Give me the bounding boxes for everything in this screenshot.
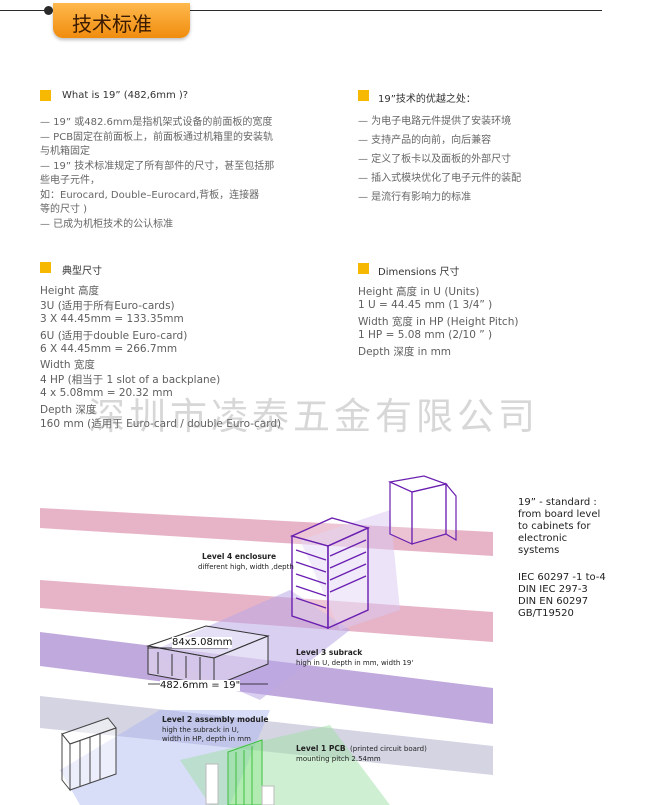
text-line: 160 mm (适用于 Euro-card / double Euro-card… [40, 418, 282, 430]
enclosure-cabinet [289, 517, 371, 630]
text-line: — 为电子电路元件提供了安装环境 [358, 116, 512, 127]
section-heading-dimensions: Dimensions 尺寸 [378, 267, 460, 278]
beam-pcb [180, 725, 390, 805]
beam-enclosure [300, 510, 400, 630]
level-4-title: Level 4 enclosure [202, 552, 277, 561]
header-rule [0, 10, 602, 11]
text-line: Height 高度 [40, 285, 100, 297]
text-line: Depth 深度 [40, 404, 97, 416]
bullet-square [40, 90, 51, 101]
text-line: Height 高度 in U (Units) [358, 286, 480, 298]
pcb-front-panel [205, 763, 219, 805]
text-line: — 19” 或482.6mm是指机架式设备的前面板的宽度 [40, 117, 273, 128]
standard-note-line: electronic [518, 533, 568, 544]
text-line: 1 U = 44.45 mm (1 3/4” ) [358, 299, 493, 311]
level-2-label: Level 2 assembly module [162, 715, 269, 724]
text-line: 6 X 44.45mm = 266.7mm [40, 343, 178, 355]
section-heading-typical-dimensions: 典型尺寸 [62, 266, 102, 277]
text-line: 3 X 44.45mm = 133.35mm [40, 313, 184, 325]
dimension-hp-label: 84x5.08mm [172, 637, 233, 648]
page-title: 技术标准 [72, 12, 152, 36]
level-3-desc: high in U, depth in mm, width 19' [296, 659, 414, 667]
text-line: — 定义了板卡以及面板的外部尺寸 [358, 154, 512, 165]
text-line: 与机箱固定 [40, 146, 90, 157]
text-line: 1 HP = 5.08 mm (2/10 ” ) [358, 329, 493, 341]
level-2-title: Level 2 assembly module [162, 715, 269, 724]
text-line: 4 HP (相当于 1 slot of a backplane) [40, 374, 221, 386]
text-line: — 已成为机柜技术的公认标准 [40, 219, 174, 230]
text-line: 些电子元件， [40, 175, 100, 186]
header-dot [44, 6, 53, 15]
level-1-note: (printed circuit board) [350, 745, 427, 753]
text-line: — PCB固定在前面板上，前面板通过机箱里的安装轨 [40, 132, 274, 143]
text-line: 3U (适用于所有Euro-cards) [40, 300, 175, 312]
company-watermark: 深圳市凌泰五金有限公司 [88, 395, 539, 438]
text-line: — 19” 技术标准规定了所有部件的尺寸，甚至包括那 [40, 161, 275, 172]
text-line: 4 x 5.08mm = 20.32 mm [40, 387, 173, 399]
level-3-title: Level 3 subrack [296, 648, 363, 657]
section-tab: 技术标准 [53, 3, 190, 38]
level-1-desc: mounting pitch 2.54mm [296, 755, 381, 763]
level-4-desc: different high, width ,depth [198, 563, 294, 571]
text-line: — 是流行有影响力的标准 [358, 192, 472, 203]
section-heading-what-is-19: What is 19” (482,6mm )? [62, 90, 189, 101]
standard-note-line: to cabinets for [518, 521, 591, 532]
standard-code: IEC 60297 -1 to-4 [518, 572, 606, 583]
text-line: 6U (适用于double Euro-card) [40, 330, 188, 342]
standard-code: DIN IEC 297-3 [518, 584, 588, 595]
section-heading-advantages: 19”技术的优越之处： [378, 94, 476, 105]
level-3-label: Level 3 subrack [296, 648, 362, 657]
standard-code: DIN EN 60297 [518, 596, 589, 607]
text-line: 如：Eurocard, Double–Eurocard,背板，连接器 [40, 190, 260, 201]
level-4-label: Level 4 enclosure [202, 552, 276, 561]
text-line: Depth 深度 in mm [358, 346, 452, 358]
text-line: Width 宽度 [40, 359, 95, 371]
rack-levels-diagram [40, 475, 493, 805]
bullet-square [358, 263, 369, 274]
standard-note-line: from board level [518, 509, 601, 520]
bullet-square [40, 262, 51, 273]
text-line: — 支持产品的向前，向后兼容 [358, 135, 492, 146]
text-line: — 插入式模块优化了电子元件的装配 [358, 173, 522, 184]
enclosure-cabinet-small [387, 475, 457, 545]
band-gray [40, 696, 493, 775]
level-2-desc-1: high the subrack in U, [162, 726, 239, 734]
bullet-square [358, 90, 369, 101]
text-line: Width 宽度 in HP (Height Pitch) [358, 316, 519, 328]
level-1-label: Level 1 PCB (printed circuit board) [296, 744, 427, 753]
pcb-front-panel-2 [261, 785, 275, 805]
pcb-boards [227, 739, 263, 805]
standard-code: GB/T19520 [518, 608, 574, 619]
dimension-width-label: 482.6mm = 19" [160, 680, 241, 691]
level-1-title: Level 1 PCB [296, 744, 346, 753]
level-2-desc-2: width in HP, depth in mm [162, 735, 251, 743]
standard-note-line: systems [518, 545, 560, 556]
assembly-module [61, 717, 117, 792]
text-line: 等的尺寸 ) [40, 204, 88, 215]
standard-note-line: 19” - standard : [518, 497, 597, 508]
